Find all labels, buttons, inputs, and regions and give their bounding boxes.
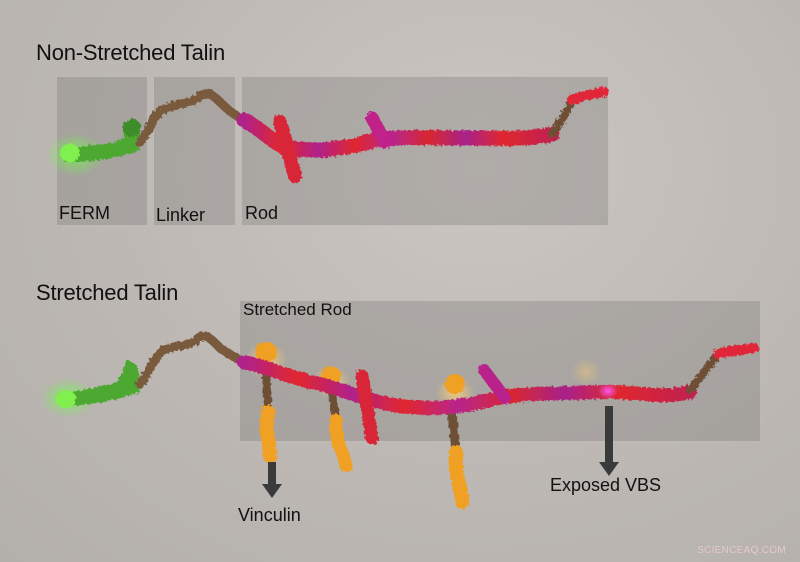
vinculin-3: [435, 374, 475, 509]
stretched-rod-label: Stretched Rod: [243, 300, 352, 319]
ferm-label: FERM: [59, 203, 110, 223]
linker-label: Linker: [156, 205, 206, 225]
exposed-vbs-arrow-icon: [599, 406, 619, 476]
linker-bottom: [135, 331, 249, 389]
ferm-domain-top: [45, 119, 141, 177]
faint-glow: [570, 358, 602, 386]
exposed-vbs-glow: [598, 383, 618, 399]
watermark: SCIENCEAQ.COM: [697, 545, 786, 556]
non-stretched-title: Non-Stretched Talin: [36, 40, 226, 65]
exposed-vbs-label: Exposed VBS: [550, 475, 662, 495]
linker-top: [135, 89, 249, 148]
ferm-domain-bottom: [40, 360, 140, 418]
rod-top: [236, 87, 609, 183]
stretched-title: Stretched Talin: [36, 280, 179, 305]
vinculin-label: Vinculin: [238, 505, 301, 525]
vinculin-arrow-icon: [262, 462, 282, 498]
rod-label: Rod: [245, 203, 279, 223]
